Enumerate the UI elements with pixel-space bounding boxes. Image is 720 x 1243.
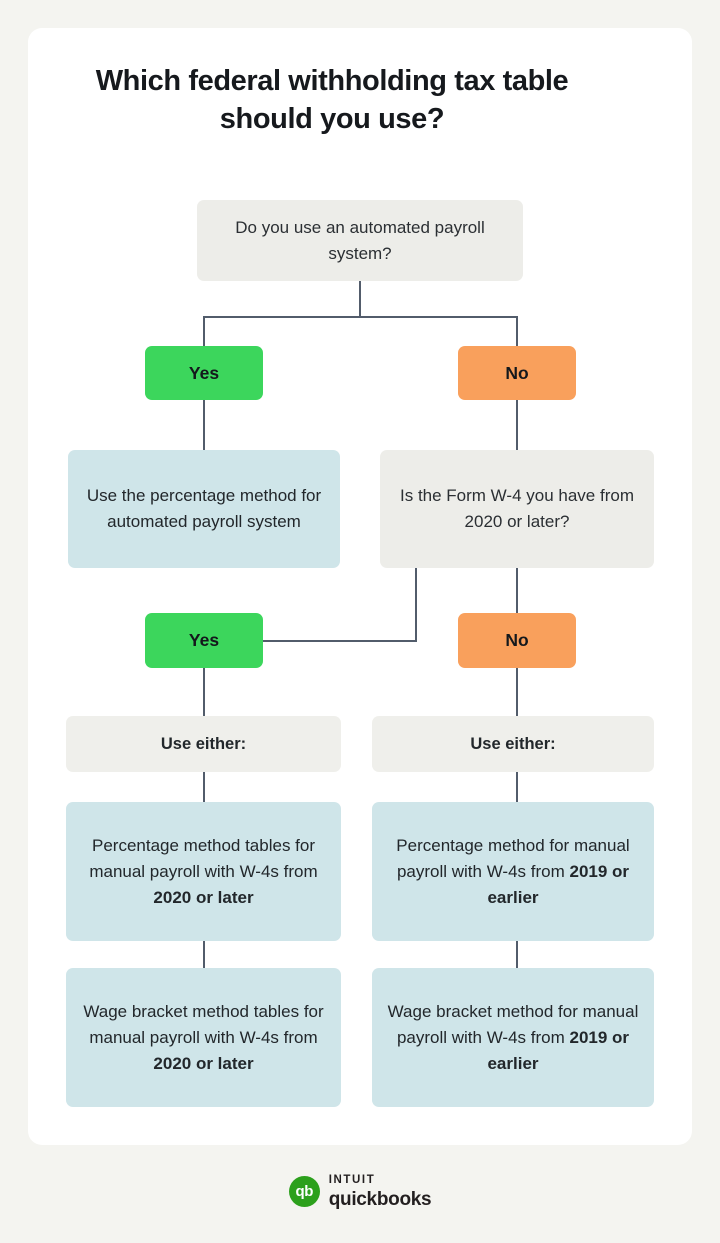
use-either-left: Use either:: [66, 716, 341, 772]
connector-either-left-to-result1: [203, 772, 205, 802]
branch-no-w4-2020[interactable]: No: [458, 613, 576, 668]
left-result-1-lead: Percentage method tables for manual payr…: [89, 835, 318, 881]
connector-left-result1-to-result2: [203, 941, 205, 968]
left-result-2-bold: 2020 or later: [153, 1053, 254, 1073]
right-result-2-bold: 2019 or earlier: [487, 1027, 630, 1073]
connector-yes2-to-either: [203, 668, 205, 716]
connector-right-result1-to-result2: [516, 941, 518, 968]
left-result-1-bold: 2020 or later: [153, 887, 254, 907]
quickbooks-logo: qb INTUIT quickbooks: [0, 1174, 720, 1210]
connector-q2-yes-stem: [415, 568, 417, 642]
branch-yes-automated[interactable]: Yes: [145, 346, 263, 400]
question-box-automated-payroll: Do you use an automated payroll system?: [197, 200, 523, 281]
connector-no1-to-q2: [516, 399, 518, 451]
question-box-form-w4-year: Is the Form W-4 you have from 2020 or la…: [380, 450, 654, 568]
logo-wordmark: INTUIT quickbooks: [328, 1174, 432, 1210]
connector-either-right-to-result1: [516, 772, 518, 802]
connector-q2-yes-elbow: [262, 640, 417, 642]
result-percentage-automated: Use the percentage method for automated …: [68, 450, 340, 568]
right-result-1-bold: 2019 or earlier: [487, 861, 630, 907]
use-either-right: Use either:: [372, 716, 654, 772]
connector-q1-split: [203, 316, 517, 318]
connector-q1-stem: [359, 281, 361, 317]
result-right-percentage-method: Percentage method for manual payroll wit…: [372, 802, 654, 941]
quickbooks-circle-icon: qb: [288, 1176, 320, 1208]
left-result-2-lead: Wage bracket method tables for manual pa…: [83, 1001, 324, 1047]
connector-to-no1: [516, 316, 518, 347]
branch-yes-w4-2020[interactable]: Yes: [145, 613, 263, 668]
result-left-wage-bracket-method: Wage bracket method tables for manual pa…: [66, 968, 341, 1107]
right-result-2-lead: Wage bracket method for manual payroll w…: [387, 1001, 639, 1047]
result-right-wage-bracket-method: Wage bracket method for manual payroll w…: [372, 968, 654, 1107]
right-result-1-lead: Percentage method for manual payroll wit…: [396, 835, 630, 881]
connector-to-yes1: [203, 316, 205, 347]
connector-q2-to-no2: [516, 568, 518, 613]
result-left-percentage-method: Percentage method tables for manual payr…: [66, 802, 341, 941]
connector-yes1-to-result: [203, 399, 205, 451]
connector-no2-to-either: [516, 668, 518, 716]
logo-intuit-text: INTUIT: [328, 1174, 376, 1186]
logo-quickbooks-text: quickbooks: [328, 1188, 432, 1210]
page-title: Which federal withholding tax table shou…: [95, 65, 569, 135]
branch-no-automated[interactable]: No: [458, 346, 576, 400]
